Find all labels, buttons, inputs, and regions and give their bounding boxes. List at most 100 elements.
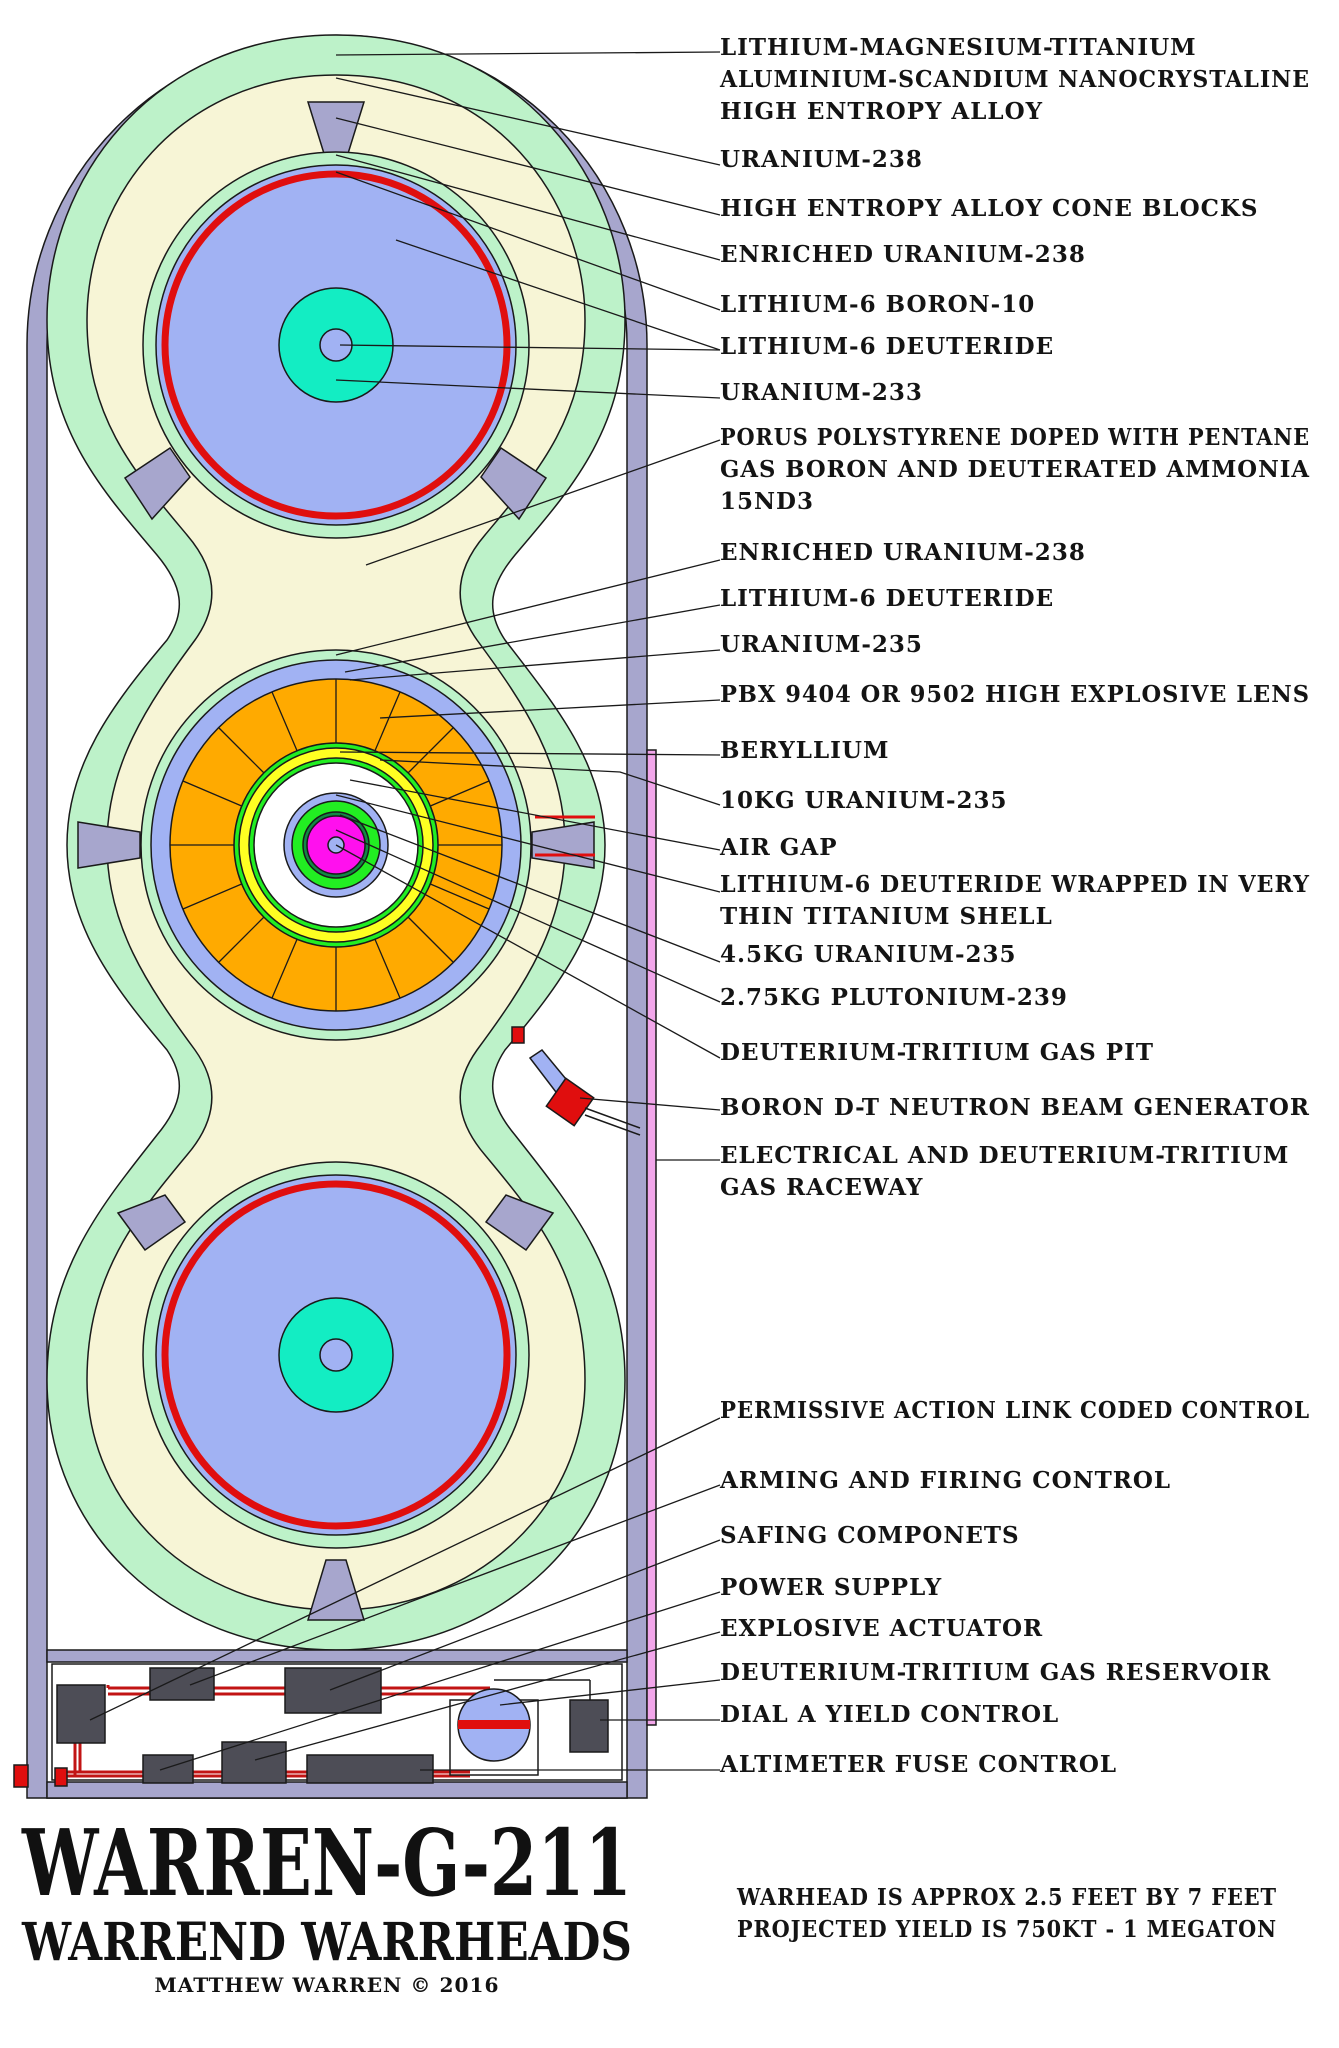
leader-uranium-233 (335, 379, 721, 399)
label-4-5kg-uranium-235-line-1: 4.5KG URANIUM-235 (720, 941, 1017, 968)
leader-neutron-generator (579, 1097, 721, 1111)
label-uranium-238-outer-line-1: URANIUM-238 (720, 146, 923, 173)
cone-blocks (77, 101, 595, 1621)
leader-beryllium (339, 751, 721, 756)
label-arming-firing-line-1: ARMING AND FIRING CONTROL (719, 1467, 1171, 1494)
label-enriched-uranium-238-mid: ENRICHED URANIUM-238 (720, 539, 1086, 566)
lens-seg-12 (373, 936, 401, 999)
label-polystyrene-foam-line-2: GAS BORON AND DEUTERATED AMMONIA (720, 456, 1310, 483)
leader-air-gap (349, 779, 721, 851)
label-enriched-uranium-238-mid-line-1: ENRICHED URANIUM-238 (720, 539, 1086, 566)
note-yield: PROJECTED YIELD IS 750KT - 1 MEGATON (737, 1916, 1277, 1943)
label-dial-a-yield-line-1: DIAL A YIELD CONTROL (720, 1701, 1059, 1728)
label-cone-blocks: HIGH ENTROPY ALLOY CONE BLOCKS (720, 195, 1258, 222)
leader-cone-blocks (335, 117, 721, 216)
label-uranium-233-line-1: URANIUM-233 (720, 379, 923, 406)
bay-shelf (46, 1649, 628, 1663)
label-air-gap: AIR GAP (719, 834, 837, 861)
label-safing-line-1: SAFING COMPONETS (720, 1522, 1020, 1549)
label-permissive-action-link: PERMISSIVE ACTION LINK CODED CONTROL (720, 1397, 1310, 1424)
label-enriched-uranium-238-top: ENRICHED URANIUM-238 (720, 241, 1085, 268)
label-explosive-lens-line-1: PBX 9404 OR 9502 HIGH EXPLOSIVE LENS (720, 681, 1310, 708)
lens-seg-10 (373, 691, 401, 754)
label-lithium-6-boron-10-line-1: LITHIUM-6 BORON-10 (720, 291, 1035, 318)
leader-10kg-uranium-235 (379, 759, 721, 806)
label-plutonium-239: 2.75KG PLUTONIUM-239 (720, 984, 1067, 1011)
label-lithium-magnesium-alloy-line-3: HIGH ENTROPY ALLOY (720, 98, 1043, 125)
title-main: WARREN-G-211 (21, 1809, 632, 1917)
secondary-bottom-boron-ring (161, 1180, 511, 1530)
title-credit: MATTHEW WARREN © 2016 (155, 1973, 500, 1997)
permissive-action-link-box (56, 1684, 106, 1744)
label-deuteride-titanium-shell: LITHIUM-6 DEUTERIDE WRAPPED IN VERY THIN … (720, 871, 1310, 930)
explosive-actuator-box (221, 1741, 287, 1784)
secondary-top-boron-ring (161, 170, 511, 520)
label-dial-a-yield: DIAL A YIELD CONTROL (720, 1701, 1059, 1728)
leader-lithium-6-deuteride-top-a (395, 239, 721, 351)
leader-uranium-238-outer (335, 77, 721, 166)
neutron-generator-feed-2 (584, 1114, 641, 1136)
leader-lithium-6-boron-10 (335, 171, 721, 311)
bay-floor (46, 1781, 628, 1799)
leader-permissive-action-link (89, 1417, 721, 1721)
leader-gas-reservoir (499, 1679, 721, 1706)
electrical-raceway (646, 749, 657, 1726)
label-neutron-generator-line-1: BORON D-T NEUTRON BEAM GENERATOR (720, 1094, 1310, 1121)
leader-gas-pit (335, 844, 721, 1059)
cone-block-upper-left (123, 446, 191, 521)
lens-segments (170, 679, 502, 1011)
cone-block-bottom (306, 1559, 366, 1621)
altimeter-fuse-box (306, 1754, 434, 1784)
label-explosive-lens: PBX 9404 OR 9502 HIGH EXPLOSIVE LENS (720, 681, 1310, 708)
label-10kg-uranium-235-line-1: 10KG URANIUM-235 (720, 787, 1008, 814)
label-permissive-action-link-line-1: PERMISSIVE ACTION LINK CODED CONTROL (720, 1397, 1310, 1424)
note-size: WARHEAD IS APPROX 2.5 FEET BY 7 FEET (736, 1884, 1277, 1911)
label-uranium-233: URANIUM-233 (720, 379, 923, 406)
label-gas-reservoir: DEUTERIUM-TRITIUM GAS RESERVOIR (720, 1659, 1270, 1686)
leader-enriched-uranium-238-top (335, 154, 721, 261)
label-lithium-6-deuteride-top-line-1: LITHIUM-6 DEUTERIDE (720, 333, 1054, 360)
label-lithium-6-boron-10: LITHIUM-6 BORON-10 (720, 291, 1035, 318)
dial-a-yield-box (569, 1699, 609, 1753)
lens-seg-15 (182, 882, 245, 910)
label-gas-pit: DEUTERIUM-TRITIUM GAS PIT (720, 1039, 1154, 1066)
label-neutron-generator: BORON D-T NEUTRON BEAM GENERATOR (720, 1094, 1310, 1121)
label-uranium-235-tamper: URANIUM-235 (720, 631, 922, 658)
secondary-top (142, 151, 530, 539)
title-sub: WARREND WARRHEADS (21, 1912, 632, 1973)
lens-seg-14 (427, 780, 490, 808)
label-arming-firing: ARMING AND FIRING CONTROL (719, 1467, 1171, 1494)
electronics-bay (13, 1649, 628, 1799)
label-4-5kg-uranium-235: 4.5KG URANIUM-235 (720, 941, 1017, 968)
label-polystyrene-foam-line-1: PORUS POLYSTYRENE DOPED WITH PENTANE (720, 424, 1310, 451)
leader-safing (329, 1539, 721, 1691)
conduit-block (511, 1026, 525, 1044)
lens-seg-13 (182, 780, 245, 808)
leader-power-supply (159, 1591, 721, 1771)
secondary-bottom (142, 1161, 530, 1549)
label-altimeter-fuse-line-1: ALTIMETER FUSE CONTROL (719, 1751, 1117, 1778)
label-beryllium: BERYLLIUM (720, 737, 889, 764)
label-raceway-line-2: GAS RACEWAY (720, 1174, 923, 1201)
casing-port-right (54, 1767, 68, 1787)
leader-lithium-6-deuteride-mid (344, 604, 721, 673)
label-gas-pit-line-1: DEUTERIUM-TRITIUM GAS PIT (720, 1039, 1154, 1066)
gas-reservoir (449, 1679, 591, 1776)
neutron-generator-body (545, 1077, 595, 1127)
label-raceway-line-1: ELECTRICAL AND DEUTERIUM-TRITIUM (720, 1142, 1289, 1169)
label-lithium-6-deuteride-top: LITHIUM-6 DEUTERIDE (720, 333, 1054, 360)
leader-arming-firing (189, 1484, 721, 1686)
label-deuteride-titanium-shell-line-1: LITHIUM-6 DEUTERIDE WRAPPED IN VERY (720, 871, 1310, 898)
leader-lines (89, 51, 721, 1771)
cone-block-lower-right (484, 1194, 555, 1252)
label-lithium-magnesium-alloy-line-2: ALUMINIUM-SCANDIUM NANOCRYSTALINE (719, 66, 1310, 93)
leader-polystyrene-foam (365, 439, 721, 566)
label-beryllium-line-1: BERYLLIUM (720, 737, 889, 764)
label-deuteride-titanium-shell-line-2: THIN TITANIUM SHELL (720, 903, 1053, 930)
label-explosive-actuator-line-1: EXPLOSIVE ACTUATOR (720, 1615, 1043, 1642)
component-labels: LITHIUM-MAGNESIUM-TITANIUMALUMINIUM-SCAN… (719, 34, 1310, 1778)
label-safing: SAFING COMPONETS (720, 1522, 1020, 1549)
leader-enriched-uranium-238-mid (335, 559, 721, 656)
